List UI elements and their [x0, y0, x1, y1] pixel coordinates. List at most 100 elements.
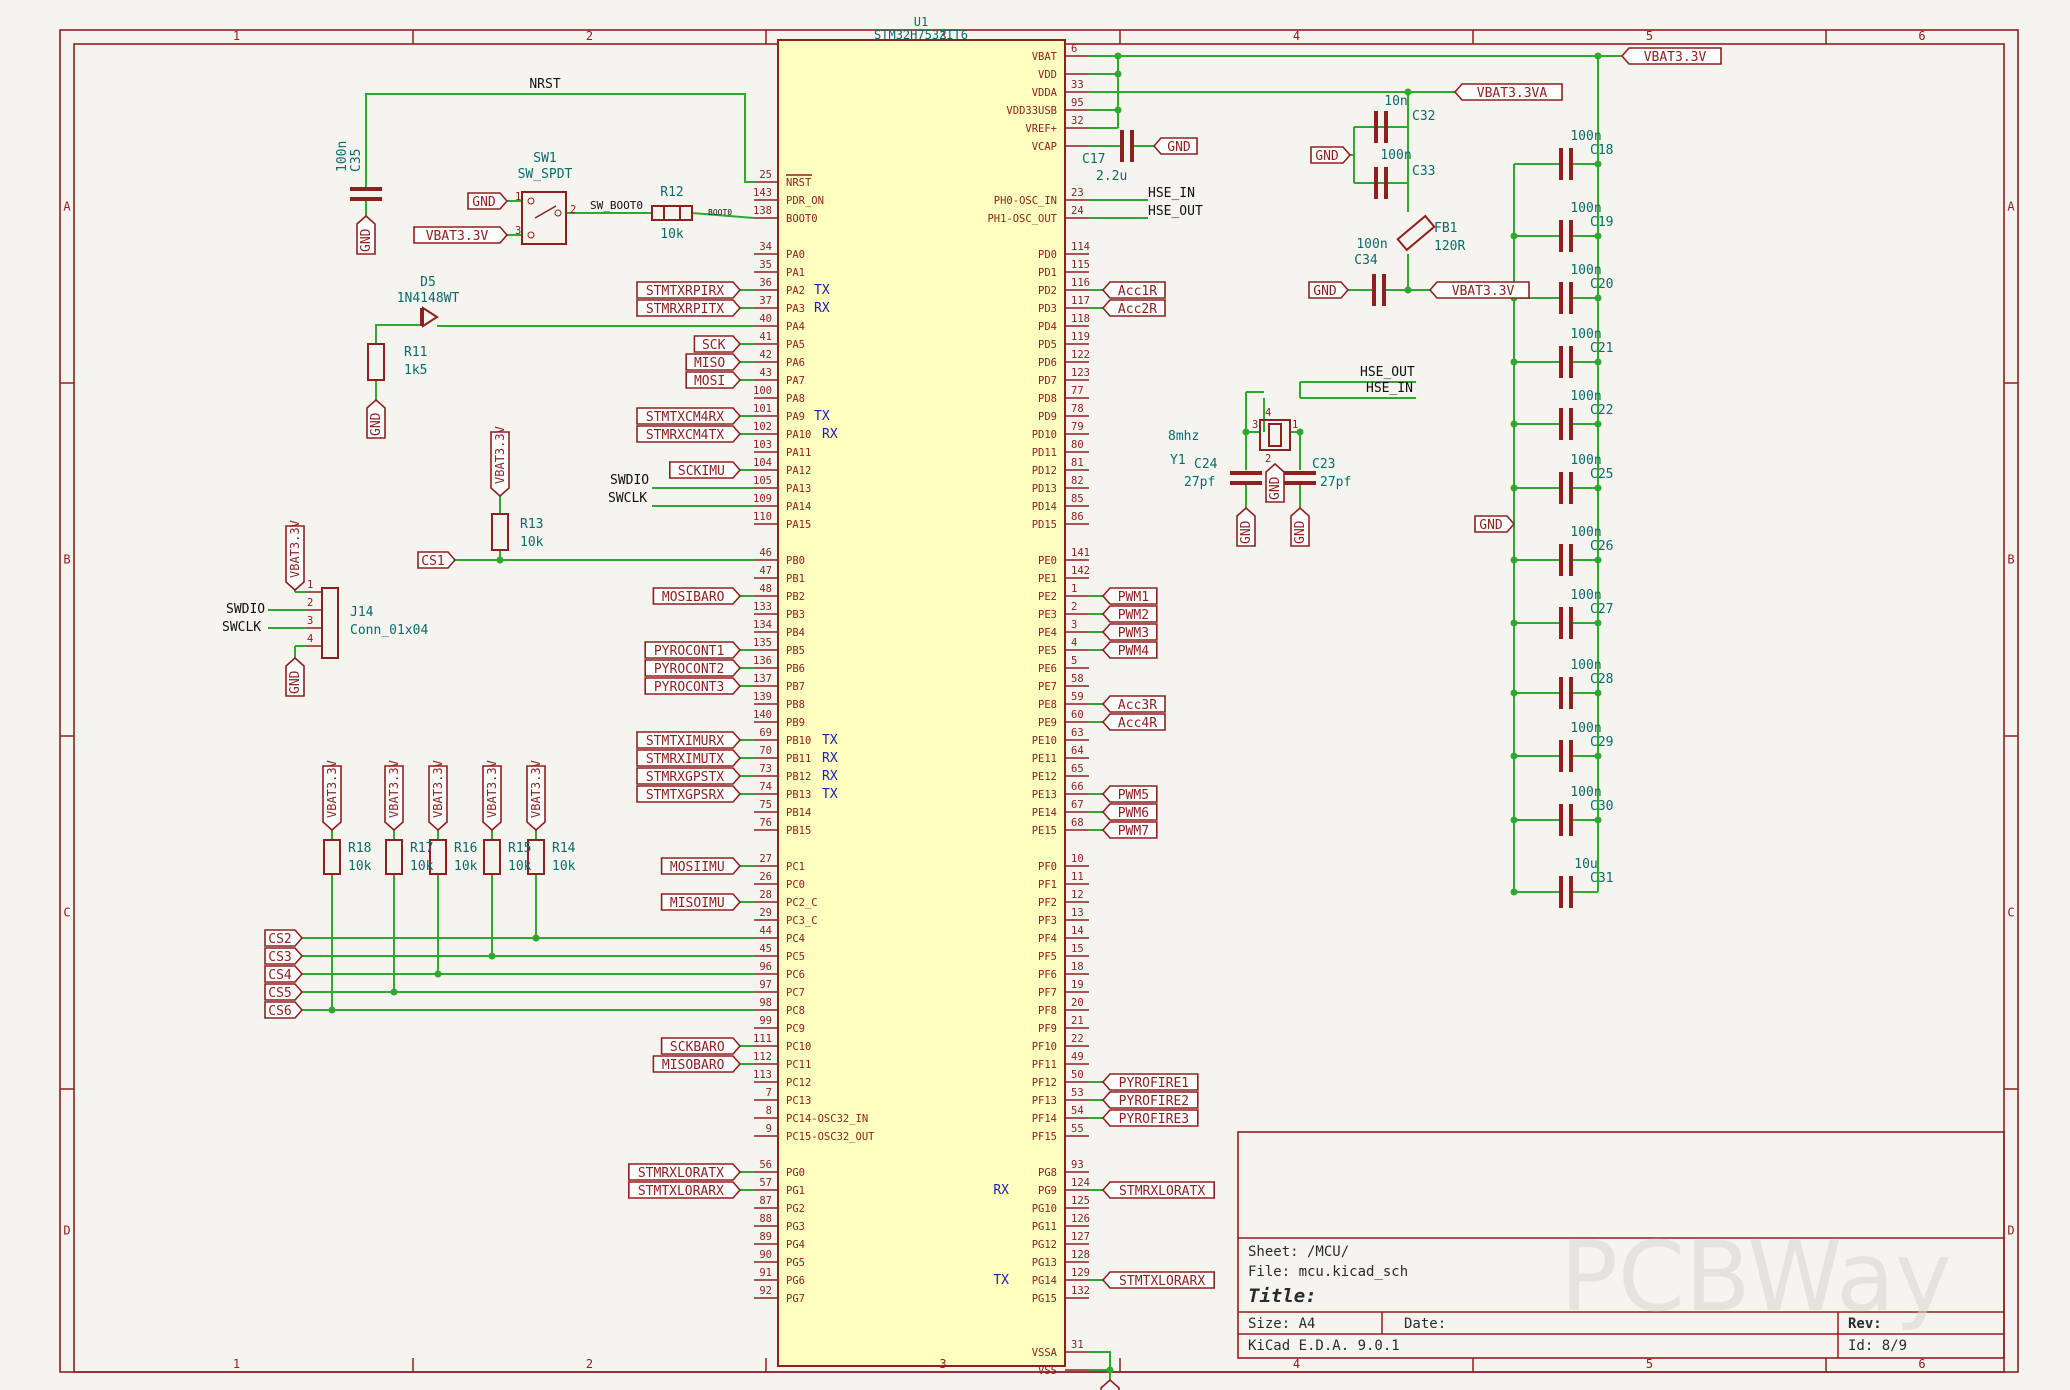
alt-function-label: RX: [822, 751, 838, 766]
mcu-pin-number: 86: [1071, 511, 1084, 523]
mcu-pin-number: 97: [759, 979, 772, 991]
mcu-pin-name: PE2: [1038, 591, 1057, 603]
mcu-pin-number: 60: [1071, 709, 1084, 721]
mcu-pin-name: PE7: [1038, 681, 1057, 693]
vbat-global-label: [1620, 47, 1722, 65]
mcu-pin-name: PE3: [1038, 609, 1057, 621]
mcu-pin-name: PB9: [786, 717, 805, 729]
gnd-label: GND: [288, 670, 303, 694]
net-label-cs-text: CS3: [268, 950, 291, 965]
net-label-right-text: PYROFIRE2: [1119, 1094, 1189, 1109]
junction: [1594, 484, 1602, 492]
mcu-pin-name: PC14-OSC32_IN: [786, 1113, 868, 1125]
wires: [268, 52, 1622, 1380]
mcu-pin-number: 78: [1071, 403, 1084, 415]
mcu-pin-name: VDD: [1038, 69, 1057, 81]
net-label-right: [1101, 587, 1158, 605]
junction: [1510, 888, 1518, 896]
vbat-symbol: [482, 765, 502, 832]
net-label-right-text: PWM1: [1118, 590, 1149, 605]
mcu-pin-name: PA9: [786, 411, 805, 423]
mcu-pin-number: 65: [1071, 763, 1084, 775]
mcu-pin-number: 14: [1071, 925, 1084, 937]
vbat-global-label-text: VBAT3.3V: [1644, 50, 1707, 65]
fb1-value: 120R: [1434, 239, 1465, 254]
mcu-pin-number: 20: [1071, 997, 1084, 1009]
mcu-pin-number: 93: [1071, 1159, 1084, 1171]
mcu-pin-number: 92: [759, 1285, 772, 1297]
vbat-label: VBAT3.3V: [325, 760, 339, 818]
pin-number: 3: [515, 225, 521, 237]
sw1-ref: SW1: [533, 151, 556, 166]
vbat-global-label: [1428, 281, 1530, 299]
mcu-pin-number: 103: [753, 439, 772, 451]
gnd-label: GND: [369, 412, 384, 436]
mcu-pin-number: 40: [759, 313, 772, 325]
net-label-right: [1101, 1271, 1215, 1289]
net-label-left-text: MOSIBARO: [662, 590, 725, 605]
mcu-pin-name: PG2: [786, 1203, 805, 1215]
mcu-pin-number: 110: [753, 511, 772, 523]
net-label-cs: [264, 947, 304, 965]
junction: [1594, 294, 1602, 302]
mcu-pin-number: 125: [1071, 1195, 1090, 1207]
decap-ref: C18: [1590, 143, 1613, 158]
mcu-pin-number: 66: [1071, 781, 1084, 793]
mcu-pin-name: PE12: [1032, 771, 1057, 783]
mcu-pin-name: PG13: [1032, 1257, 1057, 1269]
net-label-right: [1101, 1091, 1199, 1109]
mcu-pin-number: 96: [759, 961, 772, 973]
mcu-pin-name: PA4: [786, 321, 805, 333]
column-label: 2: [586, 1357, 593, 1371]
net-label-left: [660, 893, 742, 911]
gnd-symbol: [1308, 281, 1350, 299]
mcu-pin-name: PF10: [1032, 1041, 1057, 1053]
mcu-pin-name: PG1: [786, 1185, 805, 1197]
mcu-pin-number: 32: [1071, 115, 1084, 127]
net-label-left-text: STMTXGPSRX: [646, 788, 724, 803]
mcu-pin-number: 70: [759, 745, 772, 757]
mcu-pin-name: PF5: [1038, 951, 1057, 963]
mcu-pin-name: PC11: [786, 1059, 811, 1071]
mcu-pin-name: VBAT: [1032, 51, 1058, 63]
decap-value: 100n: [1570, 525, 1601, 540]
title-id: Id: 8/9: [1848, 1338, 1907, 1354]
crystal-pin: 4: [1265, 407, 1271, 419]
mcu-pin-name: PG11: [1032, 1221, 1057, 1233]
mcu-pin-number: 4: [1071, 637, 1077, 649]
resistor-r12: [663, 205, 681, 221]
net-label-left-text: MISOBARO: [662, 1058, 725, 1073]
decap-ref: C29: [1590, 735, 1613, 750]
mcu-pin-name: PD12: [1032, 465, 1057, 477]
mcu-pin-name: PC0: [786, 879, 805, 891]
mcu-pin-number: 36: [759, 277, 772, 289]
mcu-pin-number: 102: [753, 421, 772, 433]
switch-contact: [554, 209, 562, 217]
mcu-pin-number: 18: [1071, 961, 1084, 973]
mcu-pin-name: VCAP: [1032, 141, 1057, 153]
mcu-pin-number: 29: [759, 907, 772, 919]
net-label-right-text: PWM7: [1118, 824, 1149, 839]
mcu-pin-name: BOOT0: [786, 213, 818, 225]
mcu-pin-name: PC5: [786, 951, 805, 963]
mcu-pin-number: 67: [1071, 799, 1084, 811]
mcu-pin-number: 57: [759, 1177, 772, 1189]
d5-value: 1N4148WT: [397, 291, 460, 306]
mcu-pin-name: PF11: [1032, 1059, 1057, 1071]
net-label-cs-text: CS5: [268, 986, 291, 1001]
mcu-pin-number: 59: [1071, 691, 1084, 703]
row-label: B: [2007, 553, 2014, 567]
net-label-left-text: SCK: [702, 338, 726, 353]
vbat-symbol: [285, 525, 305, 592]
mcu-pin-name: PG5: [786, 1257, 805, 1269]
junction: [434, 970, 442, 978]
sw1-value: SW_SPDT: [518, 167, 573, 182]
mcu-pin-number: 95: [1071, 97, 1084, 109]
r12-value: 10k: [660, 227, 684, 242]
mcu-pin-name: PD6: [1038, 357, 1057, 369]
r13-value: 10k: [520, 535, 544, 550]
gnd-label: GND: [1268, 476, 1283, 500]
net-label-left: [644, 659, 742, 677]
mcu-pin-number: 56: [759, 1159, 772, 1171]
title-block: Sheet: /MCU/ File: mcu.kicad_sch Title: …: [1237, 1131, 2005, 1359]
